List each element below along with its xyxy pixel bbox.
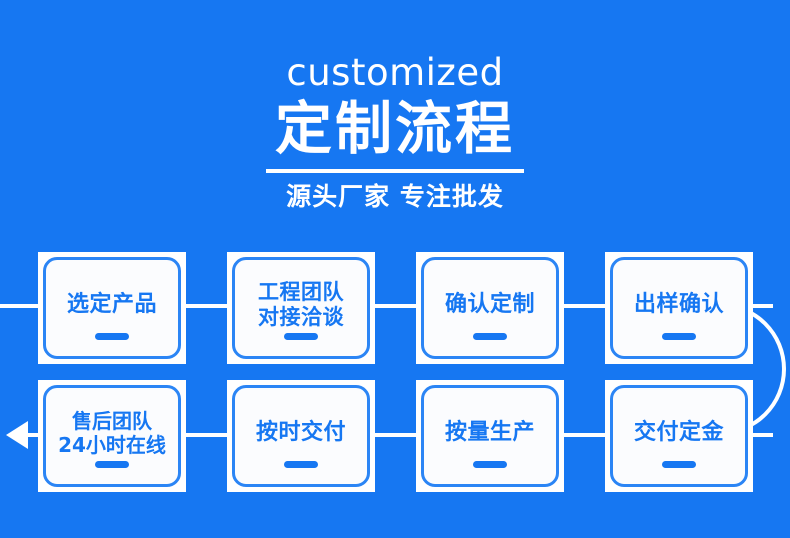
header-english-title: customized [286, 51, 504, 94]
process-flow-diagram: 选定产品 工程团队 对接洽谈 确认定制 出样确认 售后 [0, 240, 790, 508]
title-divider [266, 169, 524, 173]
flow-step-card[interactable]: 工程团队 对接洽谈 [227, 252, 375, 364]
flow-step-label: 按时交付 [255, 420, 346, 445]
flow-step-underline-icon [284, 461, 318, 468]
flow-step-card[interactable]: 交付定金 [605, 380, 753, 492]
connector-exit-row2 [22, 433, 42, 437]
flow-step-label: 出样确认 [633, 292, 724, 317]
exit-arrow-icon [6, 421, 28, 449]
header-subtitle: 源头厂家 专注批发 [286, 182, 504, 211]
flow-step-card[interactable]: 按时交付 [227, 380, 375, 492]
flow-step-underline-icon [95, 461, 129, 468]
flow-step-card[interactable]: 售后团队 24小时在线 [38, 380, 186, 492]
flow-step-label: 工程团队 对接洽谈 [258, 280, 344, 329]
connector-r2c4-r2c3 [564, 433, 607, 437]
page-title: 定制流程 [275, 96, 515, 162]
connector-curve-r2c4 [753, 433, 773, 437]
flow-step-body: 交付定金 [610, 385, 748, 487]
connector-entry-row1 [0, 304, 40, 308]
flow-step-underline-icon [662, 333, 696, 340]
flow-step-body: 按量生产 [421, 385, 559, 487]
connector-r1c2-r1c3 [375, 304, 418, 308]
flow-step-card[interactable]: 选定产品 [38, 252, 186, 364]
connector-r1c4-curve [753, 304, 773, 308]
banner-header: customized 定制流程 源头厂家 专注批发 [0, 52, 790, 213]
flow-step-card[interactable]: 出样确认 [605, 252, 753, 364]
flow-step-card[interactable]: 确认定制 [416, 252, 564, 364]
connector-r1c3-r1c4 [564, 304, 607, 308]
flow-step-body: 选定产品 [43, 257, 181, 359]
connector-r2c3-r2c2 [375, 433, 418, 437]
flow-step-label: 售后团队 24小时在线 [58, 409, 166, 457]
flow-step-underline-icon [284, 333, 318, 340]
flow-step-body: 出样确认 [610, 257, 748, 359]
flow-step-body: 按时交付 [232, 385, 370, 487]
flow-step-label: 选定产品 [66, 292, 157, 317]
connector-r2c2-r2c1 [186, 433, 229, 437]
flow-step-underline-icon [662, 461, 696, 468]
flow-step-card[interactable]: 按量生产 [416, 380, 564, 492]
flow-step-underline-icon [473, 461, 507, 468]
flow-step-body: 确认定制 [421, 257, 559, 359]
flow-step-underline-icon [473, 333, 507, 340]
flow-step-body: 售后团队 24小时在线 [43, 385, 181, 487]
flow-step-underline-icon [95, 333, 129, 340]
flow-step-body: 工程团队 对接洽谈 [232, 257, 370, 359]
flow-step-label: 确认定制 [444, 292, 535, 317]
connector-r1c1-r1c2 [186, 304, 229, 308]
flow-step-label: 交付定金 [633, 420, 724, 445]
flow-step-label: 按量生产 [444, 420, 535, 445]
